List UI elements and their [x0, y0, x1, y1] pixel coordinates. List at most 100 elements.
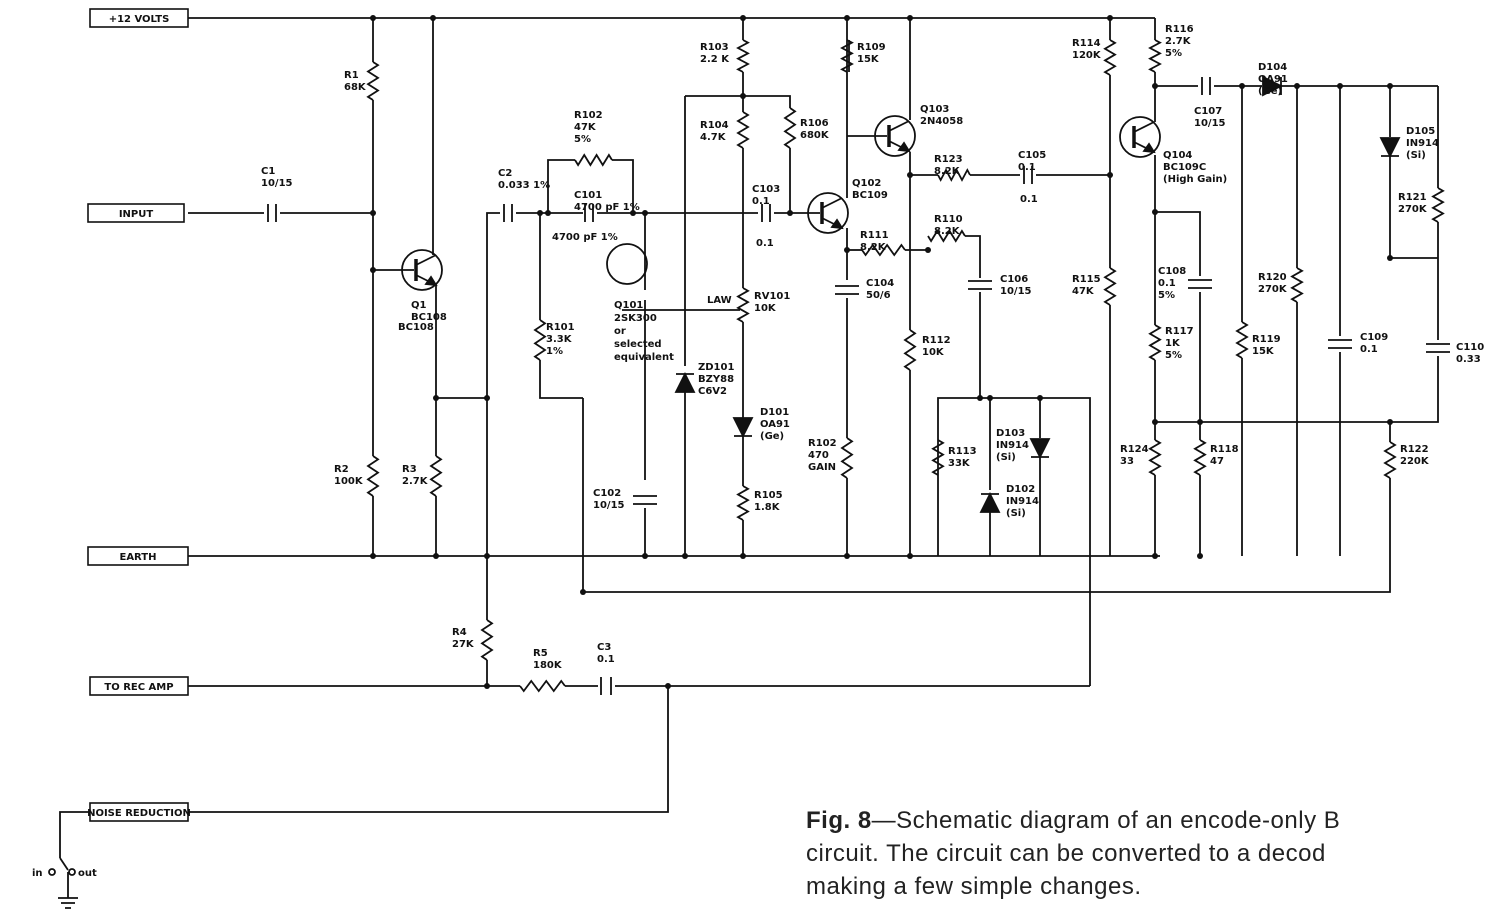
zd101-value-1: BZY88: [698, 374, 734, 385]
r106-value-1: 680K: [800, 130, 830, 141]
c2-capacitor: [503, 204, 513, 222]
c107-capacitor: [1201, 77, 1211, 95]
junction-dot: [545, 210, 551, 216]
r114-value-1: 120K: [1072, 50, 1102, 61]
c108-value-1: 0.1: [1158, 278, 1176, 289]
wire: [612, 159, 634, 213]
junction-dot: [987, 395, 993, 401]
c101-capacitor: [584, 204, 594, 222]
junction-dot: [844, 553, 850, 559]
junction-dot: [370, 15, 376, 21]
rv101-designator: RV101: [754, 291, 790, 302]
r103-designator: R103: [700, 42, 729, 53]
c105-designator: C105: [1018, 150, 1046, 161]
c2-value-1: 0.033 1%: [498, 180, 550, 191]
supply-terminal-label: +12 VOLTS: [109, 14, 170, 25]
r122-value-1: 220K: [1400, 456, 1430, 467]
switch-in-label: in: [32, 868, 43, 879]
d103-designator: D103: [996, 428, 1025, 439]
q101-fet: [606, 243, 648, 285]
junction-dot: [740, 553, 746, 559]
r115-designator: R115: [1072, 274, 1101, 285]
r101-resistor: [533, 319, 547, 361]
c109-value-1: 0.1: [1360, 344, 1378, 355]
c105-value-1: 0.1: [1018, 162, 1036, 173]
r118-value-1: 47: [1210, 456, 1224, 467]
c102-designator: C102: [593, 488, 621, 499]
c102-value-1: 10/15: [593, 500, 625, 511]
r119-designator: R119: [1252, 334, 1281, 345]
r102-resistor: [574, 153, 613, 167]
d103-value-2: (Si): [996, 452, 1016, 463]
caption-lead: Fig. 8: [806, 807, 872, 834]
wire: [188, 686, 669, 813]
q1-type: BC108: [398, 322, 434, 333]
r2-value-1: 100K: [334, 476, 364, 487]
wire: [685, 95, 791, 108]
q104-emitter-arrow: [1142, 142, 1156, 154]
r103-resistor: [736, 39, 750, 73]
r114-designator: R114: [1072, 38, 1101, 49]
junction-dot: [787, 210, 793, 216]
d103-diode: [1029, 438, 1051, 460]
r5-designator: R5: [533, 648, 548, 659]
r102g-designator: R102: [808, 438, 837, 449]
r113-resistor: [931, 439, 945, 476]
c106-designator: C106: [1000, 274, 1028, 285]
q102-value-1: BC109: [852, 190, 888, 201]
c1-value-1: 10/15: [261, 178, 293, 189]
q101-value-3: selected: [614, 339, 662, 350]
junction-dot: [907, 172, 913, 178]
junction-dot: [580, 589, 586, 595]
zd101-designator: ZD101: [698, 362, 734, 373]
d102-designator: D102: [1006, 484, 1035, 495]
r105-value-1: 1.8K: [754, 502, 781, 513]
r124-designator: R124: [1120, 444, 1149, 455]
junction-dot: [925, 247, 931, 253]
r104-designator: R104: [700, 120, 729, 131]
r119-resistor: [1235, 321, 1249, 359]
q102-emitter-arrow: [830, 218, 844, 230]
c3-value-1: 0.1: [597, 654, 615, 665]
r123-resistor: [937, 168, 971, 182]
junction-dot: [1387, 83, 1393, 89]
junction-dot: [665, 683, 671, 689]
junction-dot: [1152, 419, 1158, 425]
junction-dot: [433, 395, 439, 401]
c103-value-alt: 0.1: [756, 238, 774, 249]
c108-value-2: 5%: [1158, 290, 1175, 301]
junction-dot: [1294, 83, 1300, 89]
c110-capacitor: [1426, 343, 1450, 353]
q1-emitter-arrow: [424, 275, 438, 287]
wire: [965, 235, 981, 278]
c110-value-1: 0.33: [1456, 354, 1481, 365]
earth-terminal-label: EARTH: [119, 552, 156, 563]
r102-value-2: 5%: [574, 134, 591, 145]
junction-dot: [1152, 553, 1158, 559]
zd101-value-2: C6V2: [698, 386, 727, 397]
junction-dot: [1037, 395, 1043, 401]
d103-value-1: IN914: [996, 440, 1029, 451]
wire: [436, 212, 500, 399]
r122-resistor: [1383, 441, 1397, 479]
c104-designator: C104: [866, 278, 894, 289]
r117-value-2: 5%: [1165, 350, 1182, 361]
junction-dot: [1152, 209, 1158, 215]
c3-designator: C3: [597, 642, 611, 653]
r104-value-1: 4.7K: [700, 132, 727, 143]
switch-contact-out: [68, 868, 76, 876]
junction-dot: [1387, 419, 1393, 425]
d105-value-1: IN914: [1406, 138, 1439, 149]
q104-designator: Q104: [1163, 150, 1192, 161]
switch-contact-in: [48, 868, 56, 876]
caption-line-3: making a few simple changes.: [806, 873, 1142, 900]
junction-dot: [1387, 255, 1393, 261]
wire: [937, 397, 1091, 686]
r109-resistor: [840, 39, 854, 73]
r116-value-2: 5%: [1165, 48, 1182, 59]
r117-resistor: [1148, 324, 1162, 361]
d104-diode: [1262, 75, 1284, 97]
r112-value-1: 10K: [922, 347, 945, 358]
junction-dot: [1239, 83, 1245, 89]
